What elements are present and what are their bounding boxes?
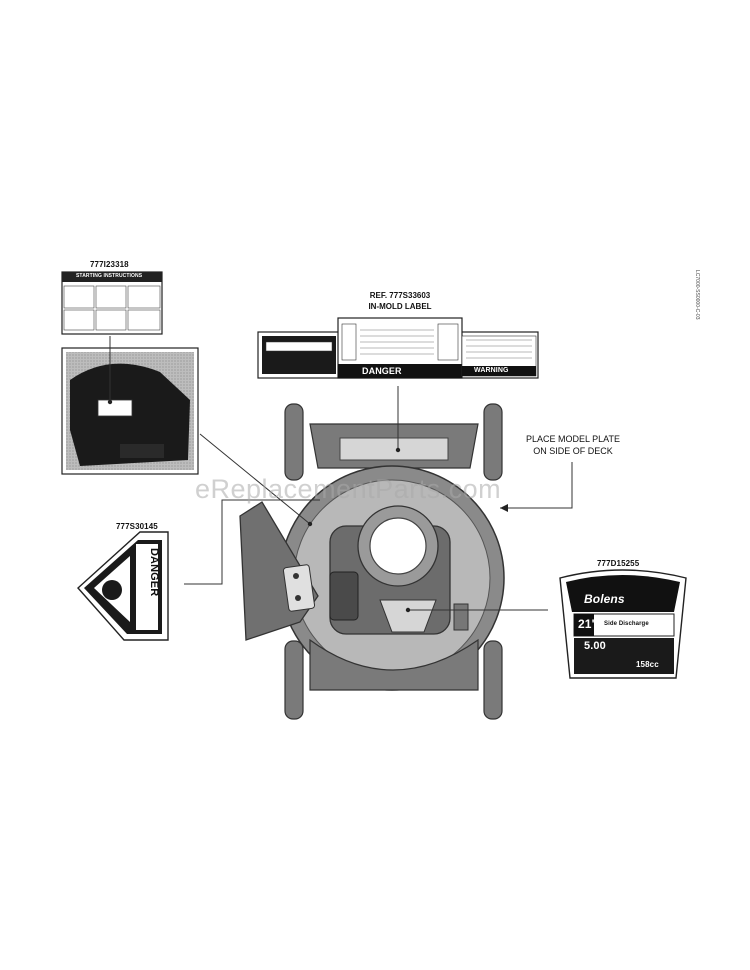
engine-photo [61, 347, 199, 475]
leader-lines [109, 336, 573, 611]
rear-skirt [309, 638, 479, 691]
front-left-wheel [284, 403, 304, 481]
in-mold-warning-word: WARNING [474, 367, 509, 374]
bolens-cc: 158cc [636, 660, 659, 669]
bolens-part-no: 777D15255 [597, 559, 640, 568]
model-plate-line1: PLACE MODEL PLATE [525, 434, 621, 444]
model-plate-line2: ON SIDE OF DECK [533, 446, 613, 456]
side-code: LC7000-SS0000-C-03 [694, 270, 700, 320]
leader-danger-hand [184, 499, 320, 585]
mower-illustration [239, 403, 505, 720]
danger-hand-label-graphic [77, 531, 169, 641]
watermark: eReplacementParts.com [195, 474, 502, 504]
rear-left-wheel [284, 640, 304, 720]
bolens-label-graphic [559, 569, 687, 679]
in-mold-ref: REF. 777S33603 [369, 291, 431, 300]
in-mold-name: IN-MOLD LABEL [368, 302, 432, 311]
chute-bracket [282, 564, 316, 612]
air-filter-cover [369, 517, 427, 575]
in-mold-label-area [339, 437, 449, 461]
leader-model-plate [500, 462, 573, 509]
in-mold-danger-word: DANGER [362, 366, 402, 376]
danger-hand-word: DANGER [148, 548, 160, 597]
leader-engine-photo [199, 433, 311, 525]
danger-hand-part-no: 777S30145 [116, 522, 158, 531]
bolens-mode: Side Discharge [604, 621, 649, 627]
rear-right-wheel [483, 640, 503, 720]
bolens-brand: Bolens [584, 592, 625, 606]
fuel-tank [329, 571, 359, 621]
bolens-size: 21" [578, 617, 598, 631]
starting-instructions-label [61, 271, 163, 335]
front-right-wheel [483, 403, 503, 481]
starting-label-part-no: 777I23318 [90, 260, 129, 269]
engine-label-area [379, 599, 437, 633]
starting-label-heading: STARTING INSTRUCTIONS [76, 273, 143, 279]
bolens-torque: 5.00 [584, 640, 606, 652]
in-mold-label-graphic [257, 317, 539, 379]
